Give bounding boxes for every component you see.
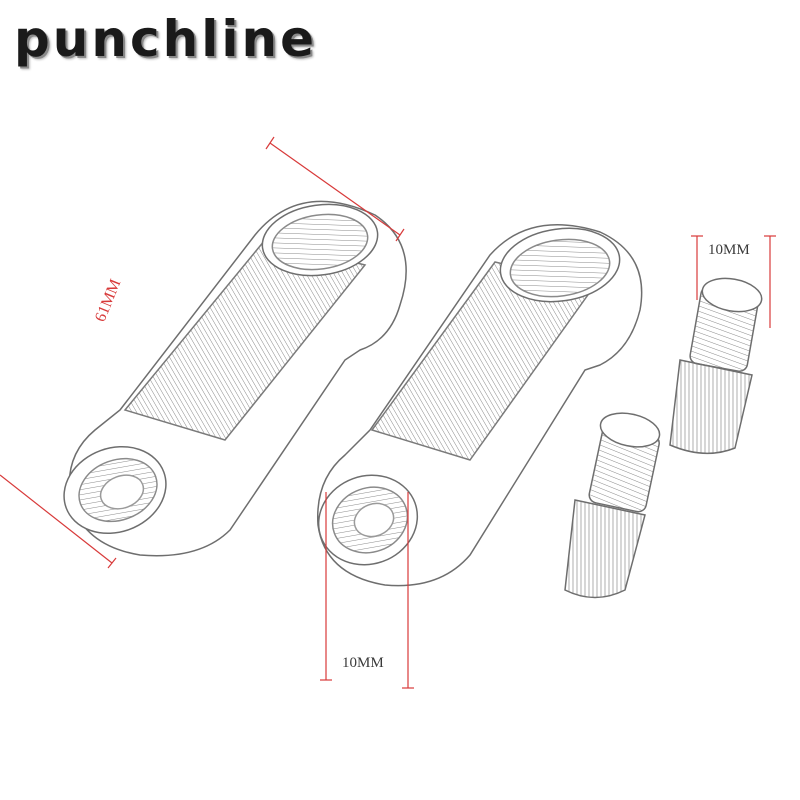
dimension-line-width [0,474,117,569]
bolt-back [669,277,763,455]
dimension-line-length [265,136,405,242]
dimension-label-hole: 10MM [342,655,384,671]
adapter-left [63,200,407,557]
adapter-right [316,224,643,587]
dimension-label-bolt: 10MM [708,242,750,258]
bolt-front [564,412,661,599]
ribbed-face [123,239,367,441]
brand-logo: punchline [14,10,318,68]
dimension-line-hole [320,492,414,689]
dimension-line-bolt [691,235,776,328]
